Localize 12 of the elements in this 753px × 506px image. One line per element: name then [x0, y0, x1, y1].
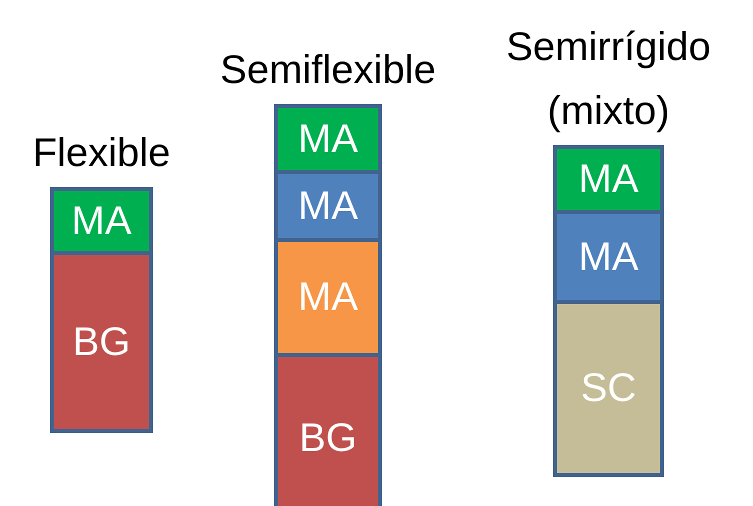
layer-label: MA — [298, 184, 358, 228]
layer-label: MA — [298, 116, 358, 162]
layer-label: BG — [72, 320, 130, 364]
layer-label: BG — [299, 416, 357, 460]
layer-label: SC — [580, 366, 636, 411]
column-heading: Flexible — [32, 130, 172, 177]
layer-label: MA — [298, 275, 358, 320]
layer-label: MA — [72, 198, 132, 244]
column-heading: Semirrígido (mixto) — [505, 24, 712, 135]
layer-label: MA — [578, 234, 638, 280]
column-heading: Semiflexible — [219, 47, 437, 94]
layer-label: MA — [578, 157, 638, 202]
